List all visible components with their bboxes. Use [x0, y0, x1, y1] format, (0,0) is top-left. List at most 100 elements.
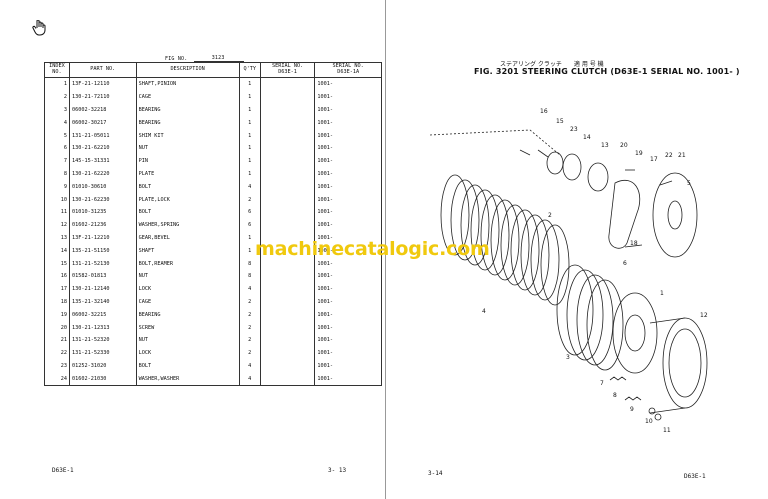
- description-cell: BEARING: [135, 308, 240, 322]
- serial-2-cell: 1001-: [314, 295, 382, 309]
- index-cell: 19: [44, 308, 70, 322]
- serial-2-cell: 1001-: [314, 333, 382, 347]
- index-cell: 22: [44, 346, 70, 360]
- index-cell: 16: [44, 269, 70, 283]
- callout-label: 13: [601, 142, 609, 149]
- part-no-cell: 131-21-52130: [68, 257, 137, 270]
- index-cell: 7: [44, 154, 70, 168]
- index-cell: 5: [44, 129, 70, 142]
- header-index: INDEX NO.: [44, 62, 70, 78]
- qty-cell: 4: [238, 359, 261, 373]
- serial-1-cell: [259, 141, 316, 155]
- right-page-number: 3-14: [428, 470, 443, 477]
- description-cell: CAGE: [135, 90, 240, 104]
- description-cell: PLATE,LOCK: [135, 193, 240, 206]
- qty-cell: 1: [238, 129, 261, 142]
- description-cell: BEARING: [135, 116, 240, 130]
- description-cell: CAGE: [135, 295, 240, 309]
- left-page-number: 3- 13: [328, 467, 347, 474]
- bearing-cage: [608, 180, 641, 249]
- serial-2-cell: 1001-: [314, 116, 382, 130]
- snap-ring: [546, 151, 564, 175]
- callout-label: 3: [566, 354, 570, 361]
- description-cell: BOLT,REAMER: [135, 257, 240, 270]
- serial-1-cell: [259, 205, 316, 219]
- qty-cell: 1: [238, 231, 261, 245]
- callout-label: 21: [678, 152, 686, 159]
- index-cell: 13: [44, 231, 70, 245]
- serial-1-cell: [259, 154, 316, 168]
- serial-1-cell: [259, 77, 316, 91]
- serial-2-cell: 1001-: [314, 257, 382, 270]
- right-footer-model: D63E-1: [684, 473, 706, 480]
- serial-2-cell: 1001-: [314, 103, 382, 117]
- serial-2-cell: 1001-: [314, 205, 382, 219]
- serial-1-cell: [259, 129, 316, 142]
- serial-1-cell: [259, 333, 316, 347]
- description-cell: BOLT: [135, 359, 240, 373]
- serial-1-cell: [259, 282, 316, 296]
- watermark-text: machinecatalogic.com: [255, 238, 490, 260]
- index-cell: 14: [44, 244, 70, 258]
- index-cell: 23: [44, 359, 70, 373]
- header-serial-2: SERIAL NO. D63E-1A: [314, 62, 382, 78]
- qty-cell: 2: [238, 193, 261, 206]
- callout-label: 8: [613, 392, 617, 399]
- callout-label: 20: [620, 142, 628, 149]
- callout-label: 16: [540, 108, 548, 115]
- serial-1-cell: [259, 218, 316, 232]
- qty-cell: 6: [238, 205, 261, 219]
- description-cell: PLATE: [135, 167, 240, 181]
- part-no-cell: 13F-21-12110: [68, 77, 137, 91]
- serial-1-cell: [259, 167, 316, 181]
- callout-label: 1: [660, 290, 664, 297]
- description-cell: BOLT: [135, 205, 240, 219]
- description-cell: NUT: [135, 333, 240, 347]
- serial-2-cell: 1001-: [314, 218, 382, 232]
- description-cell: NUT: [135, 141, 240, 155]
- qty-cell: 2: [238, 308, 261, 322]
- serial-2-cell: 1001-: [314, 154, 382, 168]
- part-no-cell: 01582-01813: [68, 269, 137, 283]
- qty-cell: 1: [238, 154, 261, 168]
- description-cell: SHAFT,PINION: [135, 77, 240, 91]
- description-cell: LOCK: [135, 346, 240, 360]
- qty-cell: 1: [238, 244, 261, 258]
- serial-2-cell: 1001-: [314, 359, 382, 373]
- callout-label: 12: [700, 312, 708, 319]
- qty-cell: 8: [238, 257, 261, 270]
- serial-2-cell: 1001-: [314, 231, 382, 245]
- serial-1-cell: [259, 180, 316, 194]
- index-cell: 3: [44, 103, 70, 117]
- index-cell: 20: [44, 321, 70, 334]
- part-no-cell: 01602-21236: [68, 218, 137, 232]
- callout-label: 7: [600, 380, 604, 387]
- qty-cell: 6: [238, 218, 261, 232]
- index-cell: 6: [44, 141, 70, 155]
- qty-cell: 2: [238, 346, 261, 360]
- index-cell: 4: [44, 116, 70, 130]
- qty-cell: 2: [238, 333, 261, 347]
- serial-1-cell: [259, 116, 316, 130]
- serial-1-cell: [259, 372, 316, 387]
- qty-cell: 1: [238, 77, 261, 91]
- description-cell: PIN: [135, 154, 240, 168]
- part-no-cell: 130-21-62230: [68, 193, 137, 206]
- serial-2-cell: 1001-: [314, 346, 382, 360]
- serial-1-cell: [259, 321, 316, 334]
- clutch-hub: [612, 292, 658, 374]
- callout-label: 6: [623, 260, 627, 267]
- serial-2-cell: 1001-: [314, 269, 382, 283]
- bearing-14: [562, 153, 582, 181]
